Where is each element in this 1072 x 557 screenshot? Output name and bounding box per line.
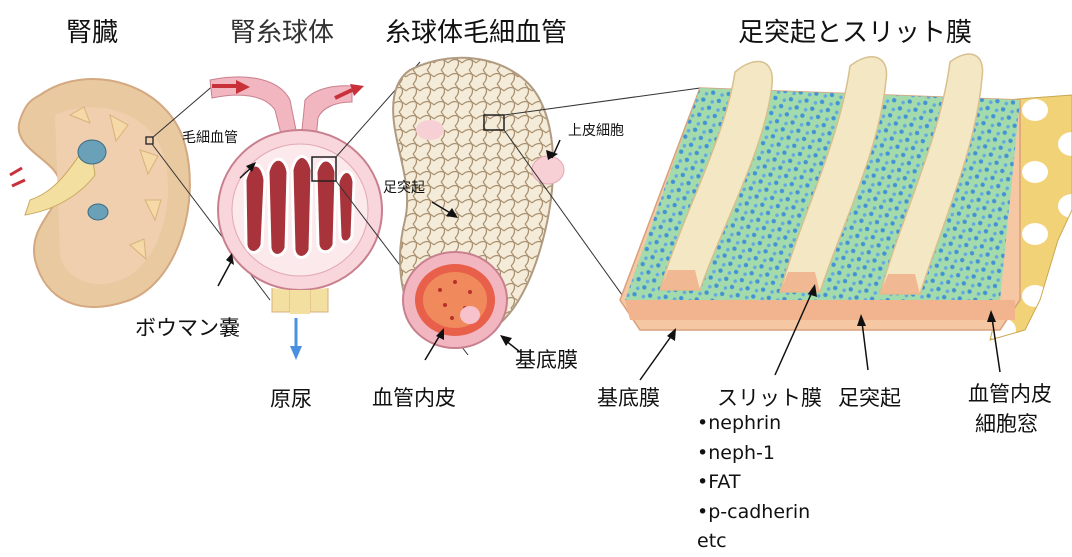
molecule-item: •FAT — [697, 468, 810, 498]
slit-membrane-label: スリット膜 — [717, 382, 822, 412]
capillary-heading: 糸球体毛細血管 — [385, 12, 567, 49]
slit-molecule-list: •nephrin •neph-1 •FAT •p-cadherin etc — [697, 409, 810, 557]
bowman-capsule-label: ボウマン嚢 — [135, 312, 240, 342]
endothelial-fenestra-line1: 血管内皮 — [968, 378, 1052, 408]
kidney-heading: 腎臓 — [66, 12, 118, 49]
molecule-item: •neph-1 — [697, 439, 810, 469]
capillary-small-label: 毛細血管 — [182, 127, 238, 147]
glomerulus-heading: 腎糸球体 — [230, 12, 334, 49]
primary-urine-label: 原尿 — [270, 383, 312, 413]
endothelial-fenestra-line2: 細胞窓 — [975, 408, 1038, 438]
epithelial-cell-label: 上皮細胞 — [568, 120, 624, 140]
molecule-item: •nephrin — [697, 409, 810, 439]
capillary-illustration — [393, 58, 564, 360]
slit-membrane-illustration — [620, 54, 1072, 380]
endothelium-label: 血管内皮 — [372, 382, 456, 412]
foot-process-label: 足突起 — [838, 382, 901, 412]
gbm-mid-label: 基底膜 — [515, 344, 578, 374]
molecule-item: etc — [697, 527, 810, 557]
kidney-illustration — [10, 79, 190, 307]
foot-process-small-label: 足突起 — [383, 177, 425, 197]
molecule-item: •p-cadherin — [697, 498, 810, 528]
foot-process-heading: 足突起とスリット膜 — [738, 12, 972, 49]
gbm-right-label: 基底膜 — [597, 382, 660, 412]
